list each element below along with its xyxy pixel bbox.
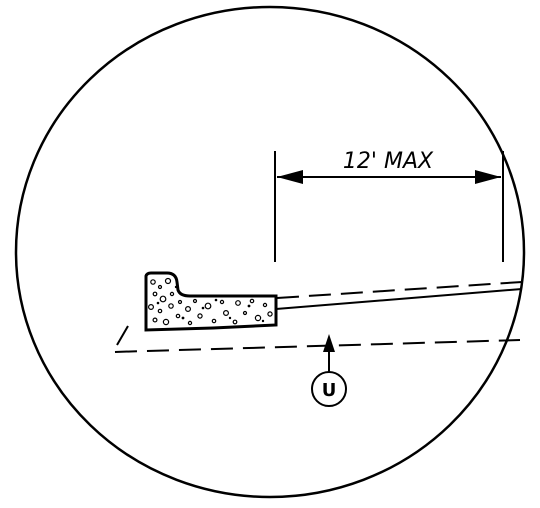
callout-label: U [322,380,337,401]
upper-dashed-line [276,281,523,299]
subgrade-dashed-line [111,325,521,354]
curb-section [144,271,278,332]
pavement-surface-line [275,288,523,310]
callout-arrowhead [323,334,335,352]
dimension-arrow-right [475,170,501,184]
dimension-arrow-left [277,170,303,184]
callout-bubble [311,371,347,407]
concrete-hatch-solid [156,285,265,323]
detail-circle [14,5,526,499]
concrete-hatch [148,277,273,326]
dimension-label: 12' MAX [343,149,434,174]
